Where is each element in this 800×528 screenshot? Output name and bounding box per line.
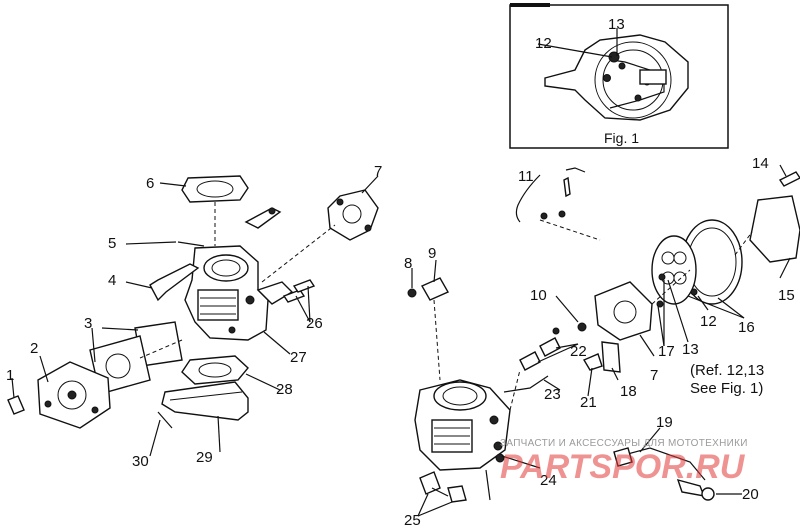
label-22: 22 <box>570 343 587 360</box>
label-14: 14 <box>752 155 769 172</box>
watermark-text: ЗАПЧАСТИ И АКСЕССУАРЫ ДЛЯ МОТОТЕХНИКИ <box>500 438 748 449</box>
label-4: 4 <box>108 272 116 289</box>
watermark-logo: PARTSPOR.RU <box>500 448 746 486</box>
label-30: 30 <box>132 453 149 470</box>
label-25: 25 <box>404 512 421 528</box>
label-5: 5 <box>108 235 116 252</box>
leader-lines <box>11 164 791 517</box>
label-11: 11 <box>518 168 534 185</box>
label-17: 17 <box>658 343 675 360</box>
right-carburetor-assembly <box>407 167 800 503</box>
label-7-left: 7 <box>374 163 382 180</box>
fig1-caption: Fig. 1 <box>604 130 639 146</box>
label-29: 29 <box>196 449 213 466</box>
label-26: 26 <box>306 315 323 332</box>
label-16: 16 <box>738 319 755 336</box>
left-carburetor-assembly <box>7 175 379 429</box>
label-1: 1 <box>6 367 14 384</box>
label-19: 19 <box>656 414 673 431</box>
ref-note-line2: See Fig. 1) <box>690 380 763 397</box>
ref-note-line1: (Ref. 12,13 <box>690 362 764 379</box>
label-13: 13 <box>682 341 699 358</box>
label-6: 6 <box>146 175 154 192</box>
label-7-right: 7 <box>650 367 658 384</box>
label-2: 2 <box>30 340 38 357</box>
label-28: 28 <box>276 381 293 398</box>
watermark: ЗАПЧАСТИ И АКСЕССУАРЫ ДЛЯ МОТОТЕХНИКИ PA… <box>500 438 748 486</box>
label-27: 27 <box>290 349 307 366</box>
label-18: 18 <box>620 383 637 400</box>
fig1-label-13: 13 <box>608 16 625 33</box>
fig1-label-12: 12 <box>535 35 552 52</box>
label-12: 12 <box>700 313 717 330</box>
label-15: 15 <box>778 287 795 304</box>
label-3: 3 <box>84 315 92 332</box>
label-24: 24 <box>540 472 557 489</box>
label-20: 20 <box>742 486 759 503</box>
fig1-inset: 12 13 Fig. 1 <box>509 3 729 149</box>
label-9: 9 <box>428 245 436 262</box>
label-21: 21 <box>580 394 597 411</box>
label-23: 23 <box>544 386 561 403</box>
label-8: 8 <box>404 255 412 272</box>
label-10: 10 <box>530 287 547 304</box>
part-labels: 1 2 3 4 5 6 7 8 9 10 11 12 13 14 15 16 1… <box>6 155 795 528</box>
